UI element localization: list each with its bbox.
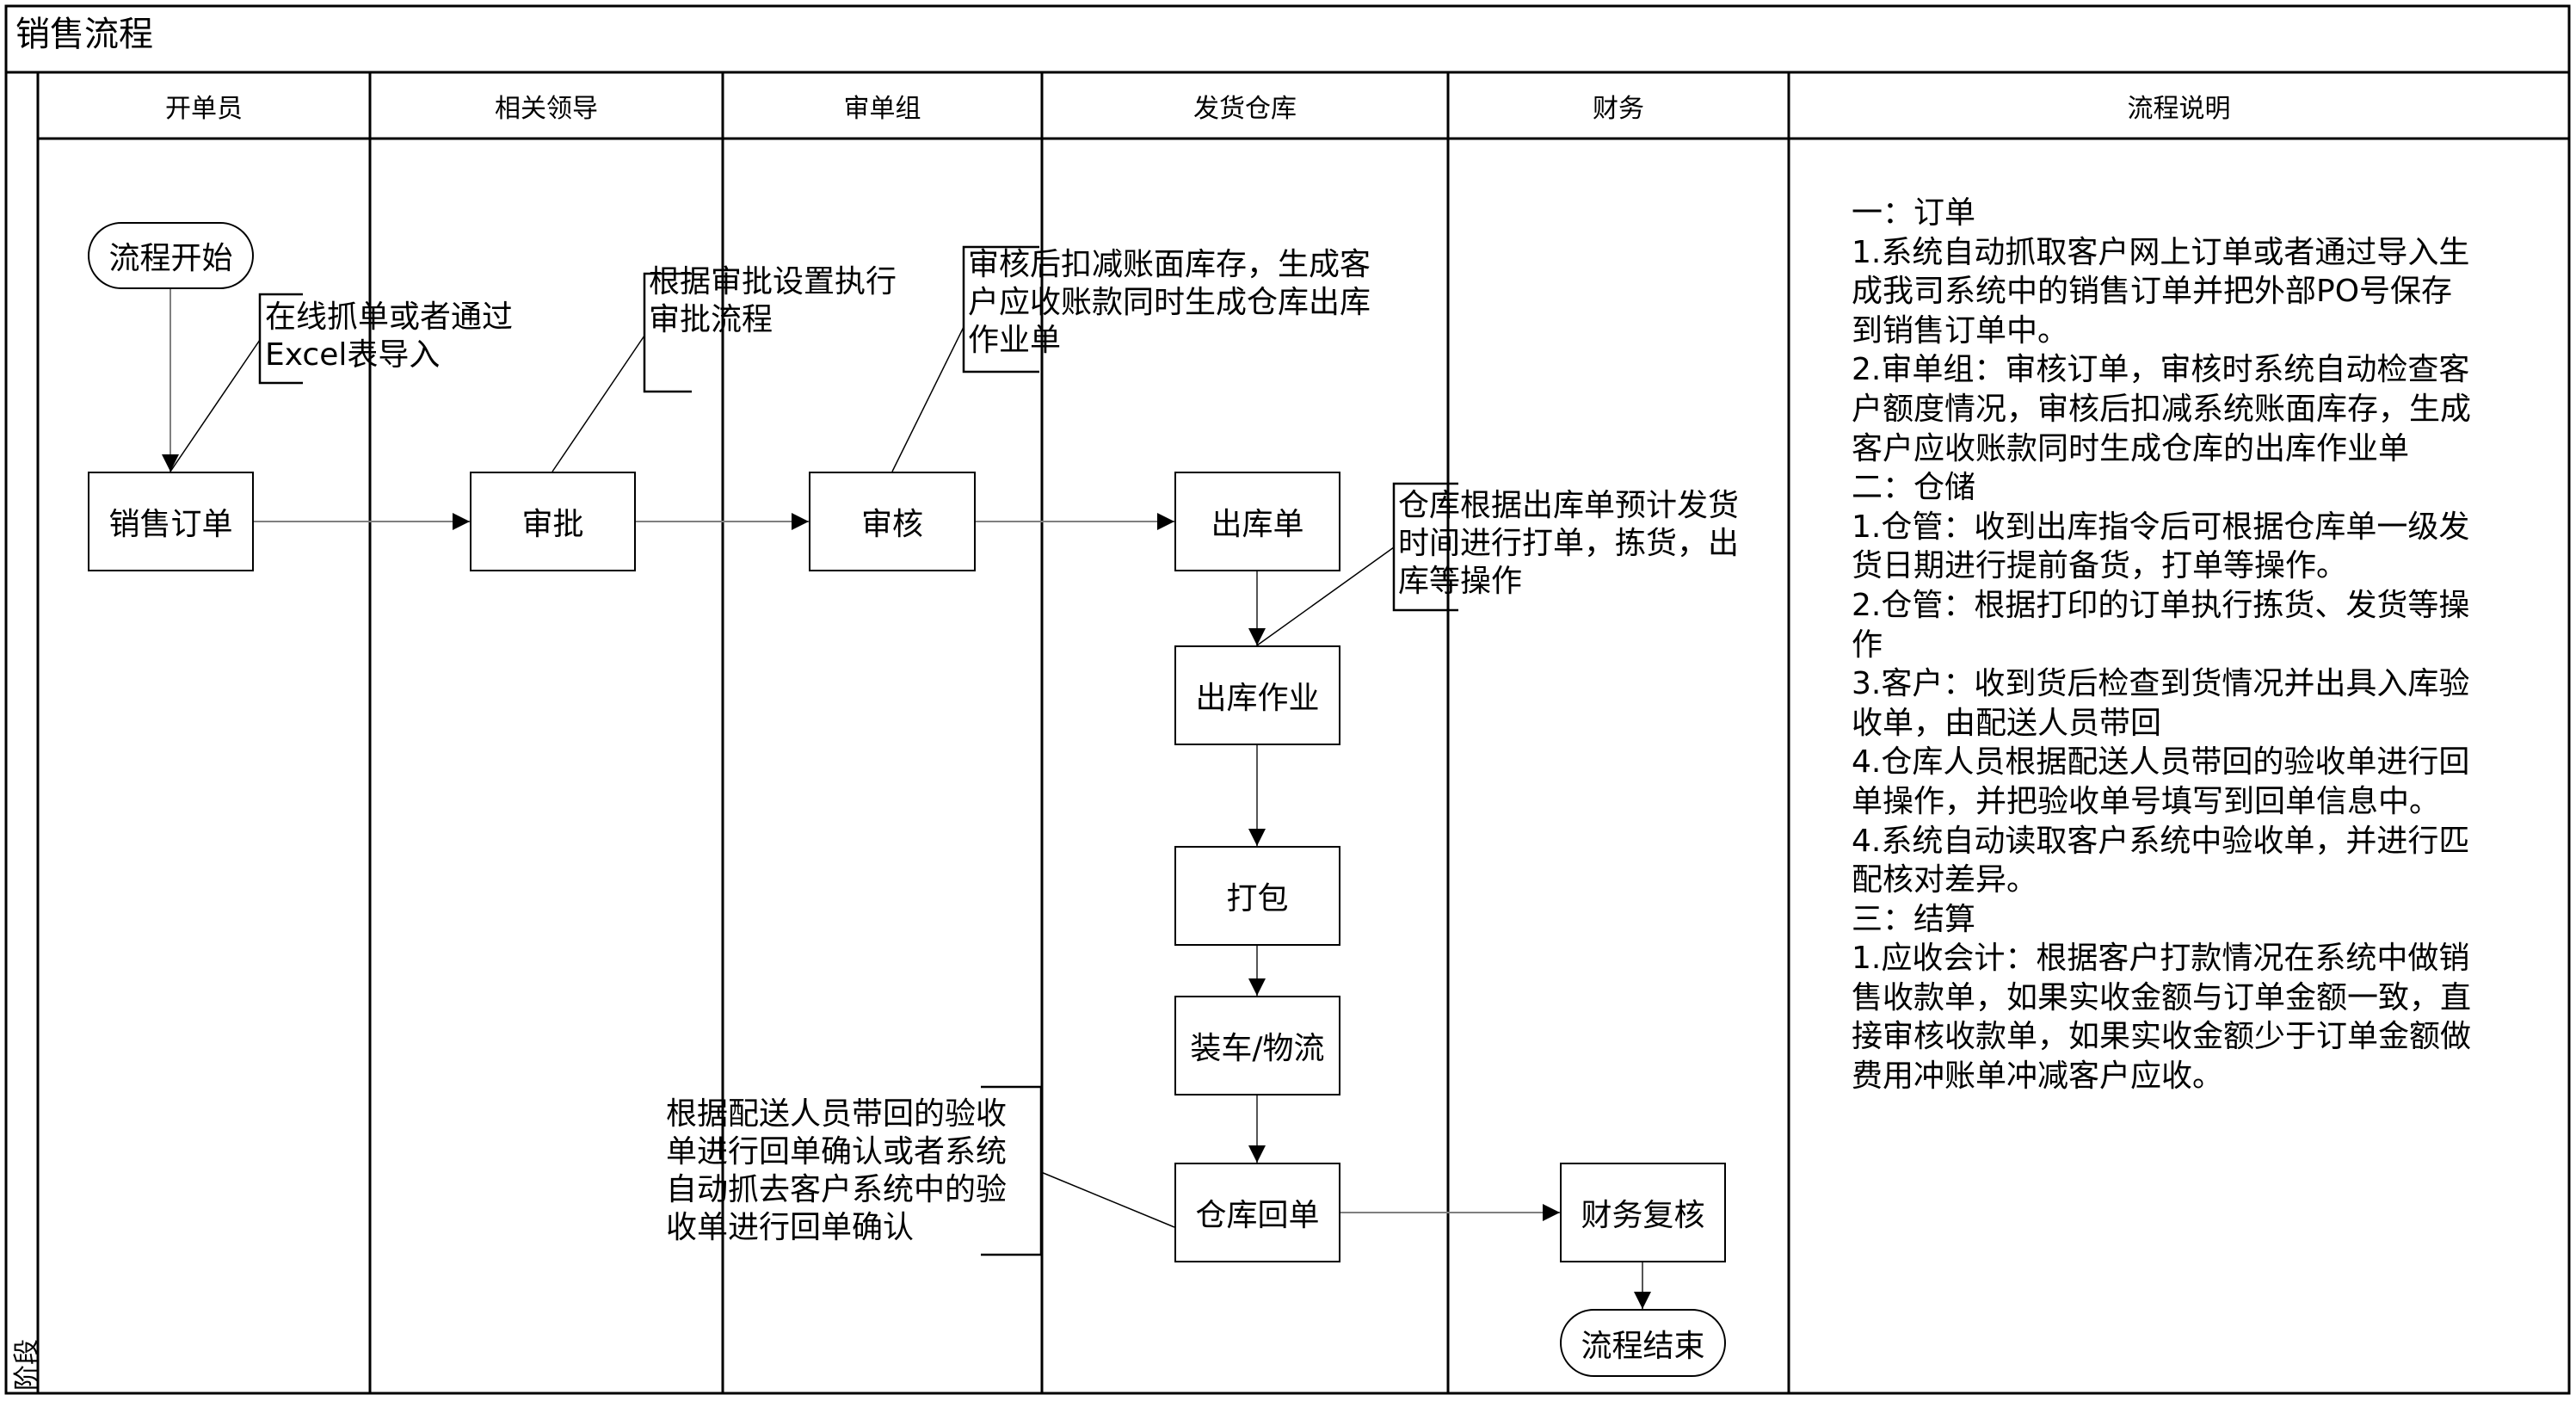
description-line: 2.仓管：根据打印的订单执行拣货、发货等操: [1852, 587, 2470, 623]
note-receipt: 根据配送人员带回的验收 单进行回单确认或者系统 自动抓去客户系统中的验 收单进行…: [666, 1096, 1008, 1245]
note-leader-outbound: [1256, 546, 1395, 646]
description-line: 3.客户：收到货后检查到货情况并出具入库验: [1852, 666, 2470, 702]
description-line: 接审核收款单，如果实收金额少于订单金额做: [1852, 1019, 2472, 1055]
lane-header-shendanzu: 审单组: [843, 93, 921, 124]
outer-frame: [4, 4, 2571, 1395]
note-bracket-approve: [643, 272, 692, 393]
process-review[interactable]: 审核: [809, 472, 976, 571]
description-line: 货日期进行提前备货，打单等操作。: [1852, 548, 2348, 584]
description-line: 4.仓库人员根据配送人员带回的验收单进行回: [1852, 744, 2470, 781]
lane-header-caiwu: 财务: [1593, 93, 1644, 124]
description-line: 二：仓储: [1852, 470, 1976, 506]
lane-header-kaidanyuan: 开单员: [165, 93, 243, 124]
note-bracket-receipt: [981, 1085, 1043, 1256]
description-line: 1.系统自动抓取客户网上订单或者通过导入生: [1852, 234, 2470, 270]
description-line: 售收款单，如果实收金额与订单金额一致，直: [1852, 979, 2472, 1015]
description-line: 1.应收会计：根据客户打款情况在系统中做销: [1852, 941, 2470, 977]
description-line: 户额度情况，审核后扣减系统账面库存，生成: [1852, 391, 2472, 427]
note-outbound: 仓库根据出库单预计发货 时间进行打单，拣货，出 库等操作: [1398, 488, 1740, 599]
description-line: 配核对差异。: [1852, 862, 2038, 898]
process-ship[interactable]: 装车/物流: [1174, 996, 1340, 1095]
note-review: 审核后扣减账面库存，生成客 户应收账款同时生成仓库出库 作业单: [968, 247, 1371, 358]
description-line: 费用冲账单冲减客户应收。: [1852, 1058, 2224, 1095]
description-line: 到销售订单中。: [1852, 312, 2069, 349]
process-outbound-order[interactable]: 出库单: [1174, 472, 1340, 571]
end-node[interactable]: 流程结束: [1560, 1309, 1726, 1377]
description-line: 收单，由配送人员带回: [1852, 705, 2162, 741]
description-line: 一：订单: [1852, 195, 1976, 231]
description-line: 成我司系统中的销售订单并把外部PO号保存: [1852, 274, 2453, 310]
note-leader-review: [891, 326, 964, 472]
diagram-title: 销售流程: [15, 15, 153, 54]
process-finance-review[interactable]: 财务复核: [1560, 1163, 1726, 1262]
note-bracket-outbound: [1392, 482, 1458, 612]
description-line: 客户应收账款同时生成仓库的出库作业单: [1852, 430, 2410, 466]
note-leader-receipt: [1040, 1171, 1175, 1228]
process-pack[interactable]: 打包: [1174, 846, 1340, 946]
process-warehouse-receipt[interactable]: 仓库回单: [1174, 1163, 1340, 1262]
note-approve: 根据审批设置执行 审批流程: [649, 264, 897, 337]
description-line: 作: [1852, 626, 1883, 663]
process-outbound-work[interactable]: 出库作业: [1174, 645, 1340, 745]
lane-header-shuoming: 流程说明: [2127, 93, 2231, 124]
lane-header-lingdao: 相关领导: [495, 93, 598, 124]
process-sales-order[interactable]: 销售订单: [88, 472, 254, 571]
start-node[interactable]: 流程开始: [88, 222, 254, 289]
description-line: 4.系统自动读取客户系统中验收单，并进行匹: [1852, 823, 2470, 859]
description-line: 2.审单组：审核订单，审核时系统自动检查客: [1852, 352, 2470, 388]
note-bracket-sales-order: [258, 293, 303, 385]
note-leader-sales-order: [169, 339, 261, 472]
stage-label: 阶段: [12, 1339, 42, 1391]
note-bracket-review: [962, 245, 1039, 373]
description-line: 1.仓管：收到出库指令后可根据仓库单一级发: [1852, 509, 2470, 545]
description-line: 三：结算: [1852, 901, 1976, 937]
note-sales-order: 在线抓单或者通过 Excel表导入: [265, 299, 514, 373]
lane-header-cangku: 发货仓库: [1193, 93, 1297, 124]
description-line: 单操作，并把验收单号填写到回单信息中。: [1852, 783, 2441, 819]
process-approve[interactable]: 审批: [470, 472, 636, 571]
note-leader-approve: [552, 335, 645, 472]
